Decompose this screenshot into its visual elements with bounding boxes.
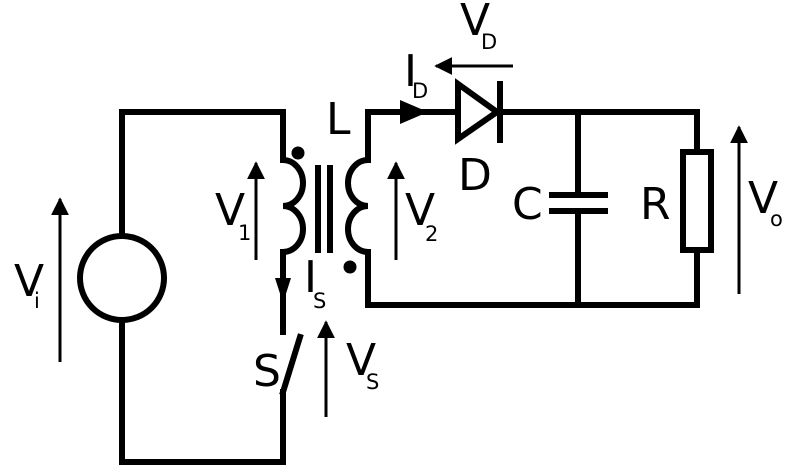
label-primary-voltage-sub: 1 — [238, 221, 251, 245]
arrows — [51, 57, 748, 417]
wire-secondary-bottom — [365, 247, 700, 308]
labels: V i V 1 V 2 I S V S S L I D V D D C R V … — [14, 0, 783, 397]
label-diode: D — [458, 150, 492, 201]
label-switch-current-sub: S — [313, 289, 326, 313]
diode-triangle — [455, 78, 503, 145]
label-switch-voltage-sub: S — [366, 370, 379, 394]
label-input-voltage-sub: i — [34, 289, 40, 313]
primary-polarity-dot-icon — [291, 146, 305, 160]
resistor-icon — [680, 149, 714, 253]
voltage-source-icon — [77, 233, 167, 323]
diode-icon — [455, 78, 503, 145]
label-diode-voltage-sub: D — [481, 30, 497, 54]
wire-primary-left-lower — [119, 319, 286, 465]
label-diode-current-sub: D — [412, 79, 428, 103]
secondary-circuit — [365, 109, 714, 308]
label-secondary-voltage-sub: 2 — [425, 222, 438, 246]
arrow-switch-current-icon — [275, 278, 291, 303]
switch-blade — [279, 333, 304, 396]
label-switch-voltage: V — [346, 335, 376, 386]
label-capacitor: C — [512, 179, 543, 230]
label-output-voltage-sub: o — [770, 207, 783, 231]
coupled-inductor — [279, 146, 372, 274]
primary-winding-icon — [279, 156, 306, 256]
arrow-diode-current-icon — [400, 100, 428, 124]
label-switch: S — [253, 346, 281, 397]
label-resistor: R — [640, 179, 671, 230]
label-input-voltage: V — [14, 256, 44, 307]
label-switch-current: I — [304, 252, 317, 303]
wire-secondary-top — [365, 109, 461, 163]
wire-diode-to-output — [497, 109, 700, 155]
label-output-voltage: V — [748, 173, 778, 224]
label-secondary-voltage: V — [405, 185, 435, 236]
wire-primary-left — [119, 109, 286, 238]
label-primary-voltage: V — [215, 185, 245, 236]
secondary-winding-icon — [345, 156, 372, 256]
label-diode-current: I — [404, 46, 417, 97]
label-inductance: L — [326, 94, 351, 145]
label-diode-voltage: V — [460, 0, 490, 46]
secondary-polarity-dot-icon — [343, 260, 357, 274]
